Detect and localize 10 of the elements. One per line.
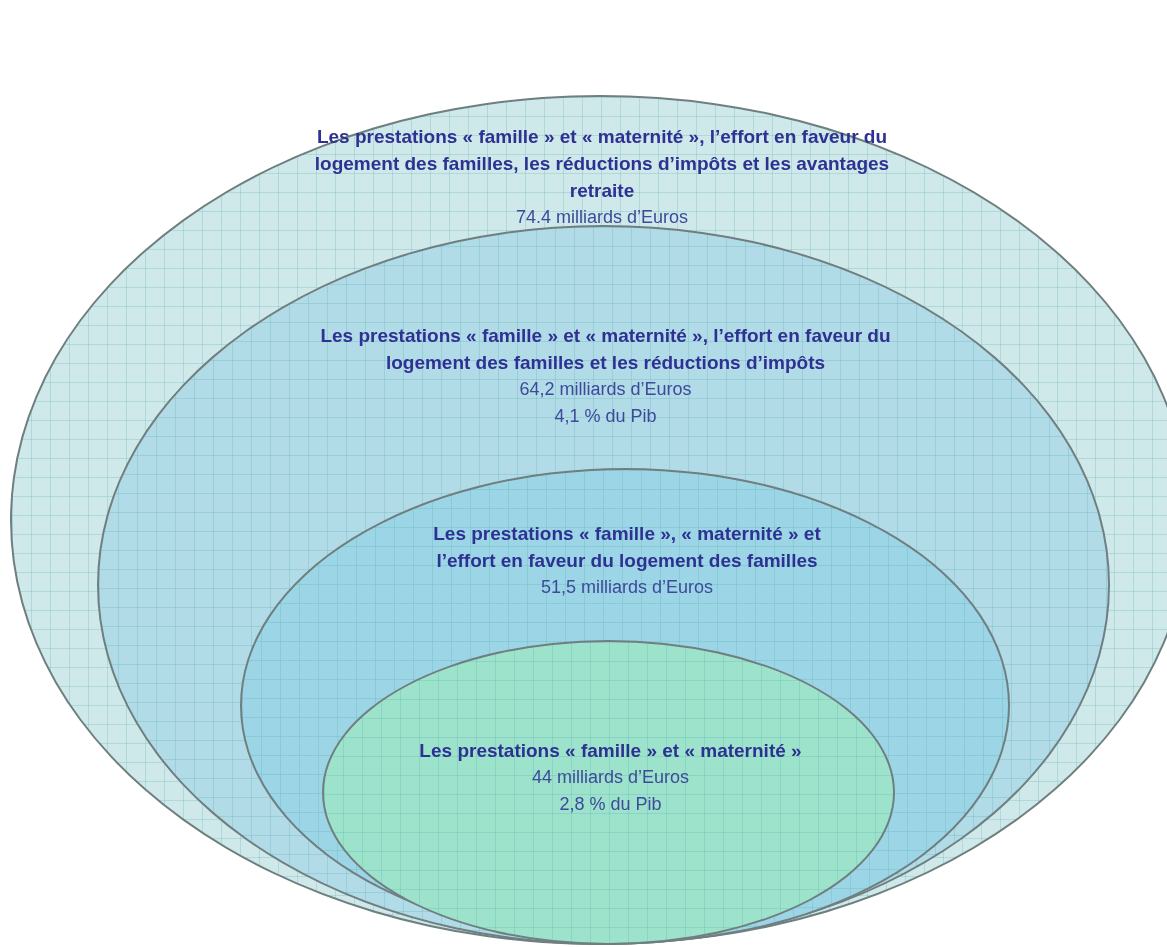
category-heading: Les prestations « famille » et « maternité », l’effort en faveur du logement des familles et les réductions d’impôts xyxy=(319,324,892,375)
value-text: 64,2 milliards d’Euros xyxy=(518,378,693,401)
value-text: 44 milliards d’Euros xyxy=(530,766,691,789)
value-text: 51,5 milliards d’Euros xyxy=(539,576,715,599)
category-heading: Les prestations « famille » et « maternité » xyxy=(418,739,803,763)
category-heading: Les prestations « famille », « maternité » et l’effort en faveur du logement des familles xyxy=(432,522,822,573)
value-text: 4,1 % du Pib xyxy=(553,405,658,428)
value-text: 74.4 milliards d’Euros xyxy=(514,206,690,229)
value-text: 2,8 % du Pib xyxy=(558,793,663,816)
category-heading: Les prestations « famille » et « maternité », l’effort en faveur du logement des familles, les réductions d’impôts et les avantages retraite xyxy=(313,125,891,203)
